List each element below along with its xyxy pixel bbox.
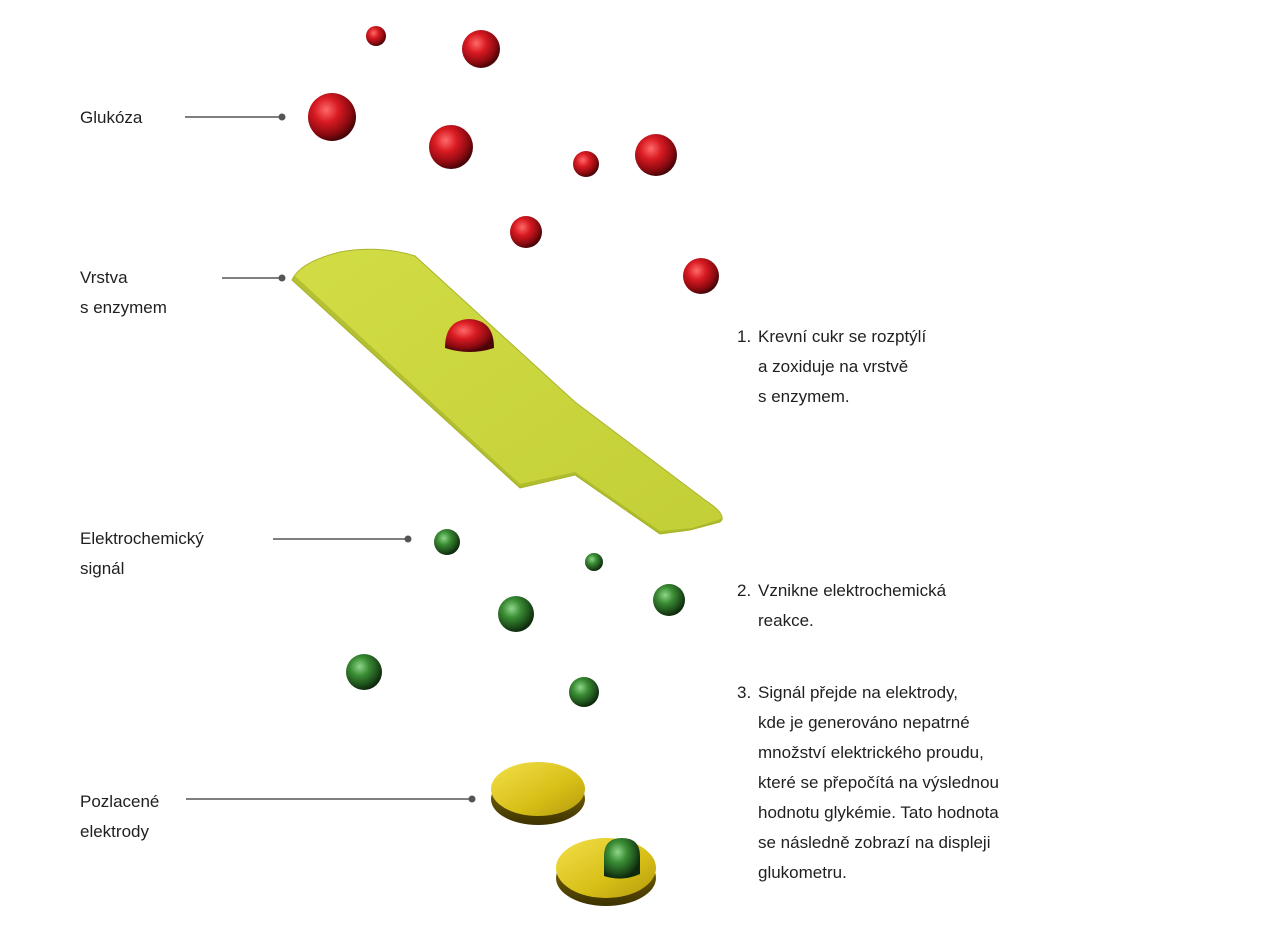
signal-particle-on-electrode [604, 838, 640, 879]
label-glucose: Glukóza [80, 108, 143, 127]
glucose-molecule [462, 30, 500, 68]
leader-line-glucose [185, 113, 286, 121]
step-2: 2. Vznikne elektrochemická reakce. [737, 576, 1037, 641]
signal-particle [434, 529, 460, 555]
leader-line-enzyme-layer [222, 274, 286, 282]
signal-particle [346, 654, 382, 690]
enzyme-strip [291, 248, 724, 535]
label-signal: Elektrochemický signál [80, 529, 204, 578]
signal-particle [498, 596, 534, 632]
glucose-molecules [308, 26, 719, 294]
glucose-molecule [429, 125, 473, 169]
glucose-molecule [683, 258, 719, 294]
step-1: 1. Krevní cukr se rozptýlí a zoxiduje na… [737, 322, 1037, 417]
glucose-molecule [510, 216, 542, 248]
signal-particles [346, 529, 685, 707]
leader-line-electrodes [186, 795, 476, 803]
signal-particle [585, 553, 603, 571]
signal-particle [569, 677, 599, 707]
leader-line-signal [273, 535, 412, 543]
glucose-molecule [366, 26, 386, 46]
step-number: 1. [737, 327, 752, 346]
glucose-molecule [573, 151, 599, 177]
glucose-droplet-on-strip [445, 319, 494, 352]
label-enzyme-layer: Vrstva s enzymem [80, 268, 167, 317]
glucose-molecule [635, 134, 677, 176]
glucose-molecule [308, 93, 356, 141]
signal-particle [653, 584, 685, 616]
step-3: 3. Signál přejde na elektrody, kde je ge… [737, 678, 1057, 893]
label-electrodes: Pozlacené elektrody [80, 792, 160, 841]
gold-electrode [491, 762, 585, 825]
step-number: 3. [737, 683, 752, 702]
step-number: 2. [737, 581, 752, 600]
